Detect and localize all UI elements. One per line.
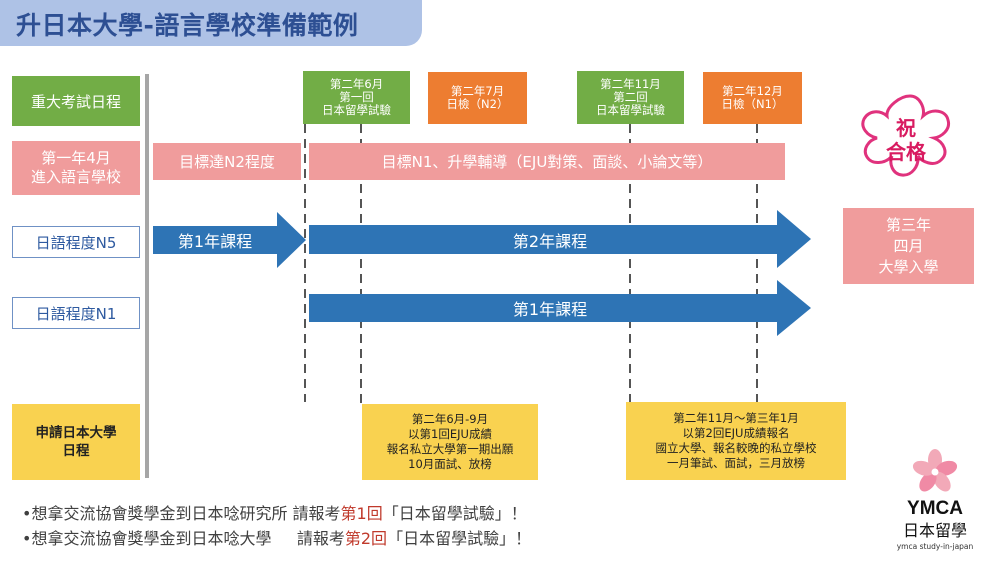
logo-subtitle: 日本留學 xyxy=(902,521,967,540)
ymca-logo: YMCA 日本留學 ymca study-in-japan xyxy=(880,448,990,558)
result-line-1: 第三年 xyxy=(885,215,931,234)
apply-line-1: 申請日本大學 xyxy=(35,425,117,441)
logo-name: YMCA xyxy=(907,498,963,519)
badge-line-1: 祝 xyxy=(896,116,916,140)
note-line: 以第1回EJU成績 xyxy=(408,427,492,441)
event-line: 第二年12月 xyxy=(722,84,783,98)
exam-schedule-label: 重大考試日程 xyxy=(12,76,140,126)
arrow-n1-first-year xyxy=(309,280,811,336)
event-line: 日本留學試驗 xyxy=(596,103,665,117)
goal-n2-bar: 目標達N2程度 xyxy=(153,143,301,180)
note-line: 第二年6月-9月 xyxy=(411,412,489,426)
level-n1-label: 日語程度N1 xyxy=(12,297,140,329)
arrow-n1-first-year-label: 第1年課程 xyxy=(512,300,588,319)
event-line: 第二年7月 xyxy=(450,84,505,98)
logo-tagline: ymca study-in-japan xyxy=(896,541,974,551)
congrats-badge: 祝 合格 xyxy=(866,112,946,168)
note-line: 國立大學、報名較晚的私立學校 xyxy=(655,441,817,455)
note-line: 報名私立大學第一期出願 xyxy=(386,442,514,456)
result-line-3: 大學入學 xyxy=(878,257,939,276)
arrow-second-year xyxy=(309,210,811,268)
footnote-prefix: •想拿交流協會獎學金到日本唸研究所 請報考 xyxy=(22,504,341,523)
university-entry-box: 第三年 四月 大學入學 xyxy=(843,208,974,284)
apply-university-label: 申請日本大學 日程 xyxy=(12,404,140,480)
arrow-first-year-label: 第1年課程 xyxy=(177,232,253,251)
footnote-graduate: •想拿交流協會獎學金到日本唸研究所 請報考第1回「日本留學試驗」！ xyxy=(22,500,527,524)
event-line: 日檢（N2） xyxy=(446,97,509,111)
apply-note-second-period: 第二年11月～第三年1月 以第2回EJU成績報名 國立大學、報名較晚的私立學校 … xyxy=(626,402,846,480)
enroll-line-2: 進入語言學校 xyxy=(30,168,121,186)
level-n5-label: 日語程度N5 xyxy=(12,226,140,258)
event-first-eju: 第二年6月 第一回 日本留學試驗 xyxy=(303,71,410,124)
event-line: 日本留學試驗 xyxy=(322,103,391,117)
event-line: 第二回 xyxy=(613,90,648,104)
footnote-highlight: 第1回 xyxy=(340,504,383,523)
event-line: 第二年6月 xyxy=(329,77,384,91)
page-title: 升日本大學-語言學校準備範例 xyxy=(16,11,359,40)
apply-line-2: 日程 xyxy=(62,443,90,459)
badge-line-2: 合格 xyxy=(886,140,926,164)
event-second-eju: 第二年11月 第二回 日本留學試驗 xyxy=(577,71,684,124)
note-line: 一月筆試、面試，三月放榜 xyxy=(667,456,805,470)
title-banner xyxy=(0,0,422,46)
footnote-highlight: 第2回 xyxy=(344,529,388,548)
goal-n1-bar: 目標N1、升學輔導（EJU對策、面談、小論文等） xyxy=(309,143,785,180)
result-line-2: 四月 xyxy=(893,236,924,255)
enroll-line-1: 第一年4月 xyxy=(41,149,111,167)
apply-note-first-period: 第二年6月-9月 以第1回EJU成績 報名私立大學第一期出願 10月面試、放榜 xyxy=(362,404,538,480)
event-line: 日檢（N1） xyxy=(721,97,784,111)
cherry-blossom-icon xyxy=(912,449,958,492)
footnote-suffix: 「日本留學試驗」！ xyxy=(382,504,527,523)
congrats-badge-shape xyxy=(861,94,951,177)
event-jlpt-n1: 第二年12月 日檢（N1） xyxy=(703,72,802,124)
note-line: 10月面試、放榜 xyxy=(408,457,492,471)
note-line: 第二年11月～第三年1月 xyxy=(673,411,799,425)
footnote-suffix: 「日本留學試驗」！ xyxy=(387,529,532,548)
arrow-first-year xyxy=(153,212,306,268)
arrow-second-year-label: 第2年課程 xyxy=(512,231,588,251)
event-line: 第一回 xyxy=(339,90,374,104)
enroll-language-school-label: 第一年4月 進入語言學校 xyxy=(12,141,140,195)
event-line: 第二年11月 xyxy=(600,77,661,91)
footnote-prefix: •想拿交流協會獎學金到日本唸大學 請報考 xyxy=(22,529,345,548)
note-line: 以第2回EJU成績報名 xyxy=(682,426,790,440)
footnote-undergraduate: •想拿交流協會獎學金到日本唸大學 請報考第2回「日本留學試驗」！ xyxy=(22,525,531,549)
event-jlpt-n2: 第二年7月 日檢（N2） xyxy=(428,72,527,124)
